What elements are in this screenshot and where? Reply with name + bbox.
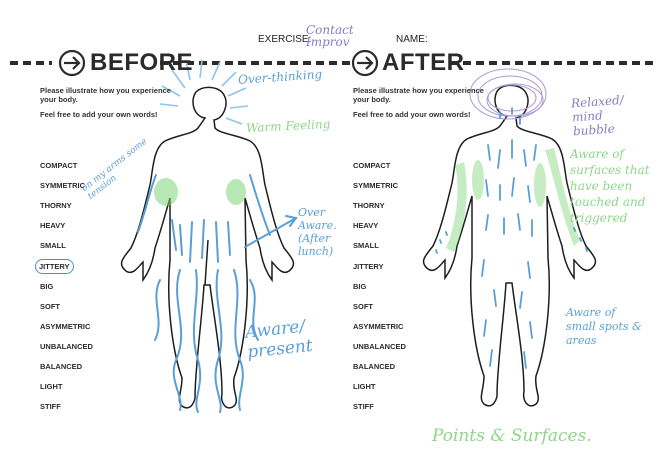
after-word-big: BIG xyxy=(353,282,366,291)
before-word-compact: COMPACT xyxy=(40,161,77,170)
before-word-soft: SOFT xyxy=(40,302,60,311)
annotation-over-aware: Over Aware. (After lunch) xyxy=(298,206,346,258)
after-word-asymmetric: ASYMMETRIC xyxy=(353,322,403,331)
annotation-aware-spots: Aware of small spots & areas xyxy=(566,306,646,348)
before-word-balanced: BALANCED xyxy=(40,362,82,371)
after-green-surfaces xyxy=(446,148,580,252)
before-blue-strokes xyxy=(138,175,296,412)
after-free-text: Feel free to add your own words! xyxy=(353,110,471,119)
before-green-shoulders xyxy=(154,178,246,206)
annotation-relaxed: Relaxed/ mind bubble xyxy=(571,92,644,139)
after-word-light: LIGHT xyxy=(353,382,376,391)
before-title: BEFORE xyxy=(90,49,193,77)
before-free-text: Feel free to add your own words! xyxy=(40,110,158,119)
before-arrow-icon xyxy=(60,51,84,75)
before-word-asymmetric: ASYMMETRIC xyxy=(40,322,90,331)
after-word-unbalanced: UNBALANCED xyxy=(353,342,406,351)
after-word-heavy: HEAVY xyxy=(353,221,378,230)
before-word-jittery-circled: JITTERY xyxy=(35,259,74,274)
before-word-symmetric: SYMMETRIC xyxy=(40,181,85,190)
after-arrow-icon xyxy=(353,51,377,75)
after-instructions: Please illustrate how you experience you… xyxy=(353,86,493,104)
after-word-small: SMALL xyxy=(353,241,379,250)
before-instructions: Please illustrate how you experience you… xyxy=(40,86,180,104)
before-word-light: LIGHT xyxy=(40,382,63,391)
before-word-big: BIG xyxy=(40,282,53,291)
before-word-heavy: HEAVY xyxy=(40,221,65,230)
after-word-compact: COMPACT xyxy=(353,161,390,170)
before-word-unbalanced: UNBALANCED xyxy=(40,342,93,351)
after-word-stiff: STIFF xyxy=(353,402,374,411)
before-word-stiff: STIFF xyxy=(40,402,61,411)
before-word-small: SMALL xyxy=(40,241,66,250)
annotation-points-surfaces: Points & Surfaces. xyxy=(432,426,592,446)
after-word-jittery: JITTERY xyxy=(353,262,384,271)
after-word-soft: SOFT xyxy=(353,302,373,311)
after-word-symmetric: SYMMETRIC xyxy=(353,181,398,190)
after-word-thorny: THORNY xyxy=(353,201,385,210)
before-word-thorny: THORNY xyxy=(40,201,72,210)
annotation-aware-surfaces: Aware of surfaces that have been touched… xyxy=(570,146,650,226)
after-title: AFTER xyxy=(382,49,465,77)
after-word-balanced: BALANCED xyxy=(353,362,395,371)
